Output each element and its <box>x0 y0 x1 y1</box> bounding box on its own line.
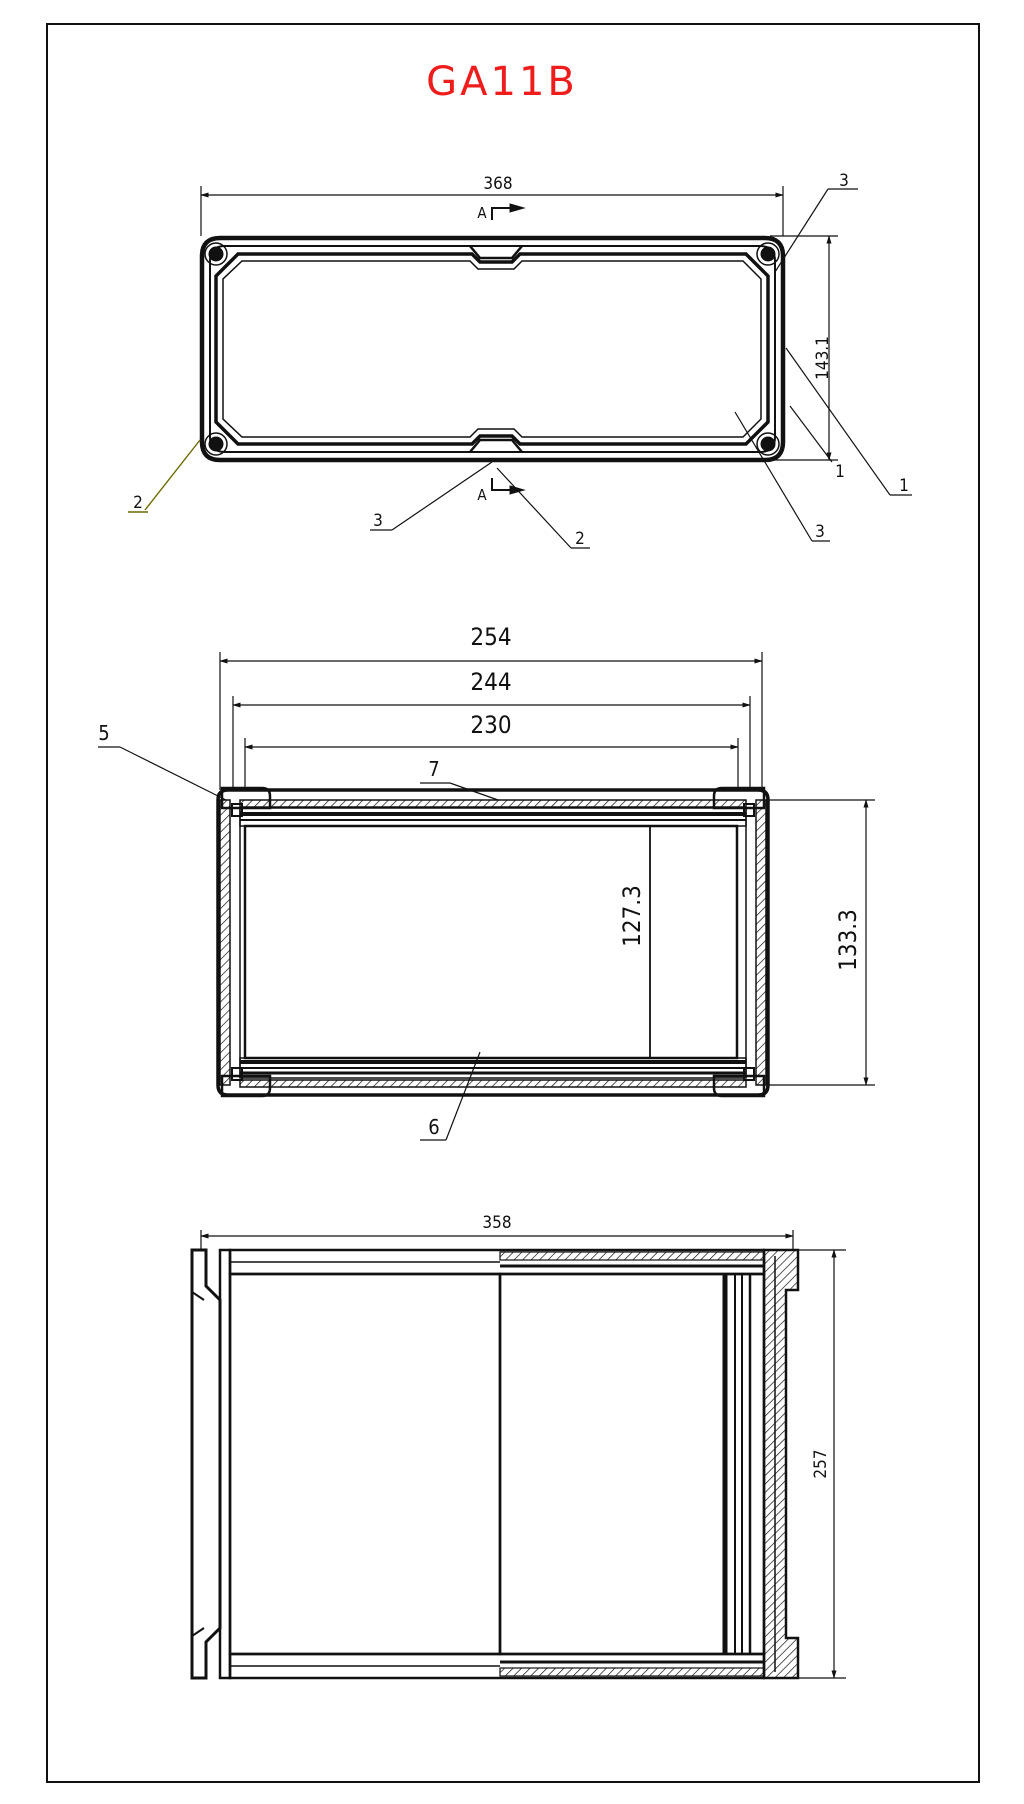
callout-label: 3 <box>373 511 383 531</box>
side-view <box>190 1230 846 1680</box>
top-view <box>128 186 912 549</box>
callout-label: 2 <box>575 529 585 549</box>
front-view <box>98 652 875 1141</box>
callout-label: 2 <box>133 493 143 513</box>
front-middle-width-dimension: 244 <box>470 668 511 696</box>
section-mark-bottom: A <box>477 486 487 504</box>
side-height-dimension: 257 <box>811 1449 831 1478</box>
callout-label: 7 <box>428 757 439 781</box>
sheet-border <box>46 23 980 1783</box>
top-width-dimension: 368 <box>483 174 512 194</box>
callout-label: 5 <box>98 721 109 745</box>
callout-label: 3 <box>815 522 825 542</box>
drawing-title: GA11B <box>426 59 578 105</box>
front-outer-width-dimension: 254 <box>470 623 511 651</box>
front-outer-height-dimension: 133.3 <box>834 909 862 971</box>
top-height-dimension: 143.1 <box>813 336 833 380</box>
side-length-dimension: 358 <box>482 1213 511 1233</box>
front-inner-height-dimension: 127.3 <box>618 885 646 947</box>
section-mark-top: A <box>477 204 487 222</box>
front-inner-width-dimension: 230 <box>470 711 511 739</box>
callout-label: 1 <box>899 476 909 496</box>
callout-label: 3 <box>839 171 849 191</box>
callout-label: 6 <box>428 1115 439 1139</box>
callout-label: 1 <box>835 462 845 482</box>
